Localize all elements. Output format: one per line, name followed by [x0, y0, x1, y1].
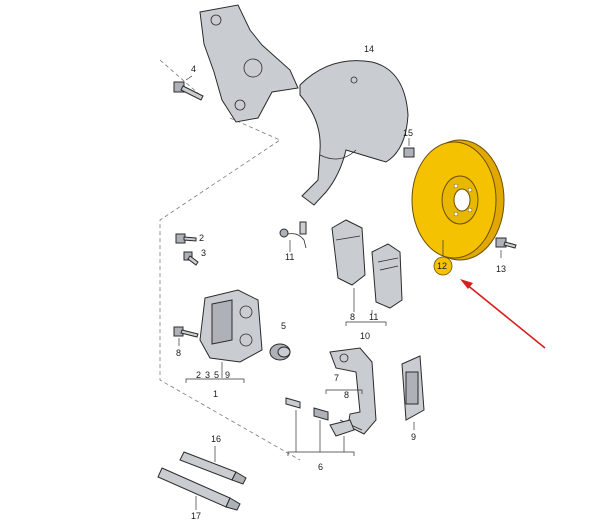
callout-12: 12 — [437, 261, 447, 271]
highlight-arrow — [460, 279, 546, 349]
group-1-item: 3 — [205, 370, 210, 380]
callout-10: 10 — [360, 331, 370, 341]
callout-11-pads: 11 — [369, 312, 378, 322]
callout-7: 7 — [334, 373, 339, 383]
callout-2: 2 — [199, 233, 204, 243]
bolt-13 — [495, 237, 517, 258]
callout-8-carrier: 8 — [344, 390, 349, 400]
brake-disc — [411, 139, 505, 261]
guide-bushing — [269, 343, 291, 361]
grease-tube-17 — [157, 467, 241, 511]
bleeder-screws — [175, 233, 199, 266]
callout-9: 9 — [411, 432, 416, 442]
wear-sensor — [279, 221, 307, 252]
caliper-cover — [401, 355, 425, 430]
group-1-sublabels: 2 3 5 9 — [196, 370, 230, 380]
brake-caliper — [199, 289, 263, 378]
callout-14: 14 — [364, 44, 374, 54]
steering-knuckle — [199, 4, 299, 123]
callout-8-pads: 8 — [350, 312, 355, 322]
splash-shield — [299, 60, 409, 206]
assembly-guide-lines — [159, 59, 301, 461]
group-1-item: 9 — [225, 370, 230, 380]
guide-pins — [285, 397, 345, 452]
callout-8-left: 8 — [176, 348, 181, 358]
brake-pads — [331, 219, 403, 314]
callout-4: 4 — [191, 64, 196, 74]
callout-15: 15 — [403, 128, 413, 138]
group-brackets — [185, 321, 387, 456]
caliper-carrier — [329, 347, 377, 437]
group-1-item: 5 — [214, 370, 219, 380]
callout-labels: 4 14 15 2 3 11 13 8 5 8 11 10 1 7 8 6 9 … — [176, 44, 506, 521]
bolt-4 — [173, 75, 204, 101]
bolt-15 — [403, 138, 415, 158]
callout-3: 3 — [201, 248, 206, 258]
bolt-8-left — [173, 326, 199, 346]
callout-17: 17 — [191, 511, 201, 521]
callout-6: 6 — [318, 462, 323, 472]
group-1-item: 2 — [196, 370, 201, 380]
callout-5: 5 — [281, 321, 286, 331]
callout-11-sensor: 11 — [285, 252, 294, 262]
callout-1: 1 — [213, 389, 218, 399]
callout-13: 13 — [496, 264, 506, 274]
callout-12-badge: 12 — [433, 256, 453, 276]
grease-tube-16 — [179, 446, 247, 485]
callout-16: 16 — [211, 434, 221, 444]
